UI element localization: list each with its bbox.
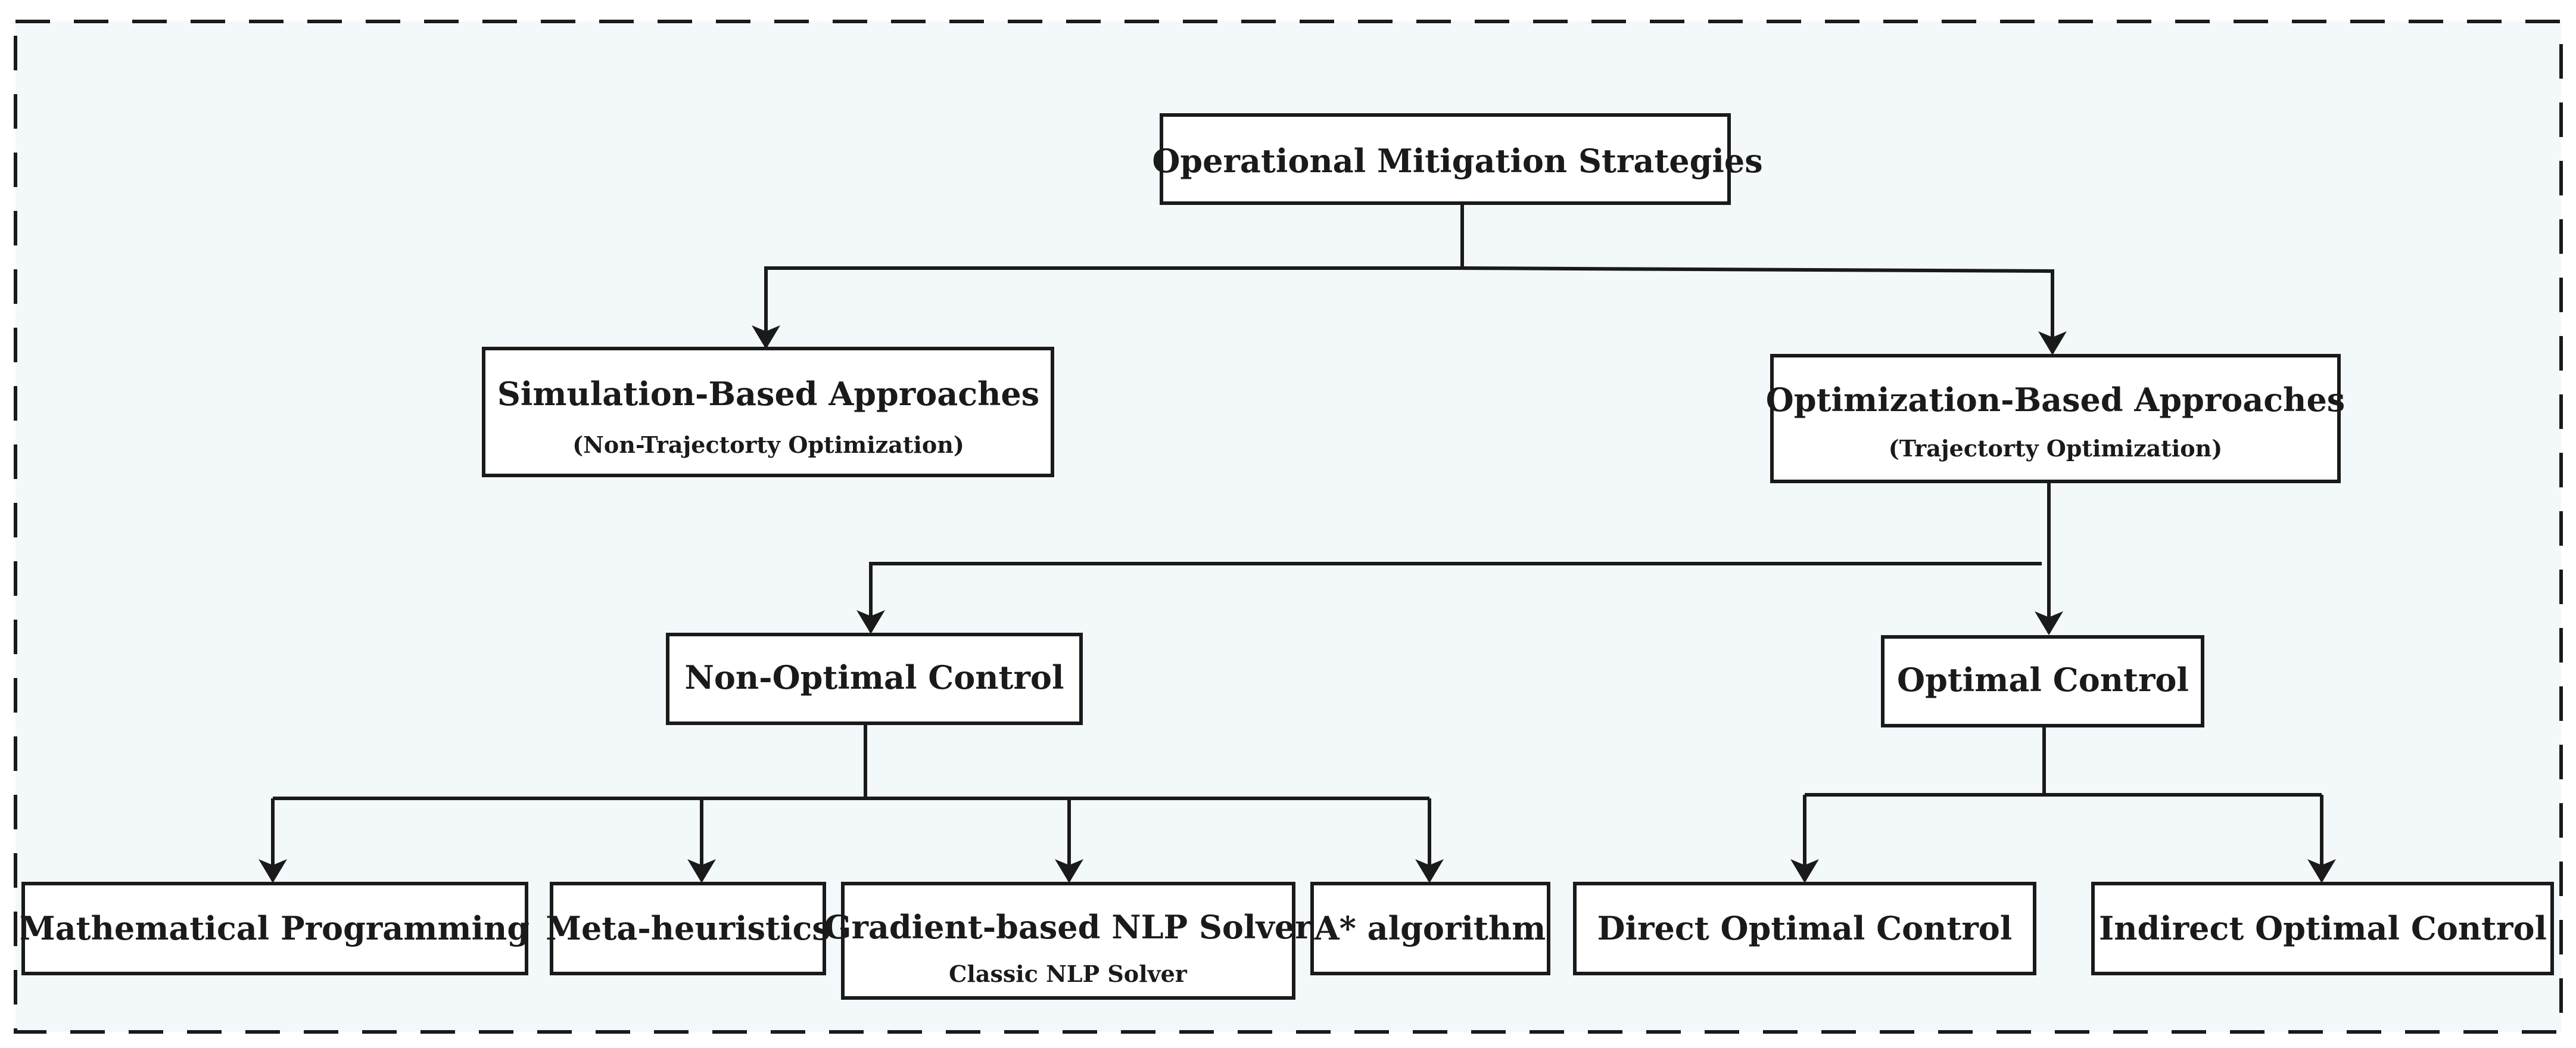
edge-root-to-optimization [1462, 266, 2067, 355]
node-optimization-title: Optimization-Based Approaches [1766, 381, 2345, 419]
node-gradient-subtitle: Classic NLP Solver [949, 960, 1188, 987]
node-indirect: Indirect Optimal Control [2091, 882, 2554, 975]
node-optimization-subtitle: (Trajectorty Optimization) [1889, 435, 2222, 462]
node-simulation-subtitle: (Non-Trajectorty Optimization) [572, 431, 964, 458]
node-optimal: Optimal Control [1881, 635, 2204, 727]
node-root-title: Operational Mitigation Strategies [1152, 142, 1762, 180]
node-astar: A* algorithm [1310, 882, 1550, 975]
node-astar-title: A* algorithm [1314, 909, 1546, 947]
node-non-optimal: Non-Optimal Control [666, 633, 1083, 725]
node-meta-title: Meta-heuristics [546, 909, 830, 947]
node-optimization: Optimization-Based Approaches (Trajector… [1766, 354, 2345, 483]
node-direct: Direct Optimal Control [1573, 882, 2036, 975]
node-simulation-title: Simulation-Based Approaches [497, 375, 1039, 413]
node-root: Operational Mitigation Strategies [1152, 113, 1763, 205]
node-gradient: Gradient-based NLP Solver Classic NLP So… [824, 882, 1312, 1000]
node-optimal-title: Optimal Control [1897, 661, 2189, 699]
node-non-optimal-title: Non-Optimal Control [685, 658, 1064, 696]
connectors [258, 203, 2336, 883]
node-gradient-title: Gradient-based NLP Solver [824, 908, 1312, 946]
node-meta: Meta-heuristics [546, 882, 830, 975]
node-math-prog: Mathematical Programming [20, 882, 529, 975]
node-direct-title: Direct Optimal Control [1597, 909, 2013, 947]
node-indirect-title: Indirect Optimal Control [2099, 909, 2547, 947]
node-math-prog-title: Mathematical Programming [20, 909, 529, 947]
edge-optimization-to-non-optimal [856, 562, 2042, 634]
edge-root-to-simulation [752, 266, 1462, 349]
node-simulation: Simulation-Based Approaches (Non-Traject… [482, 347, 1054, 477]
